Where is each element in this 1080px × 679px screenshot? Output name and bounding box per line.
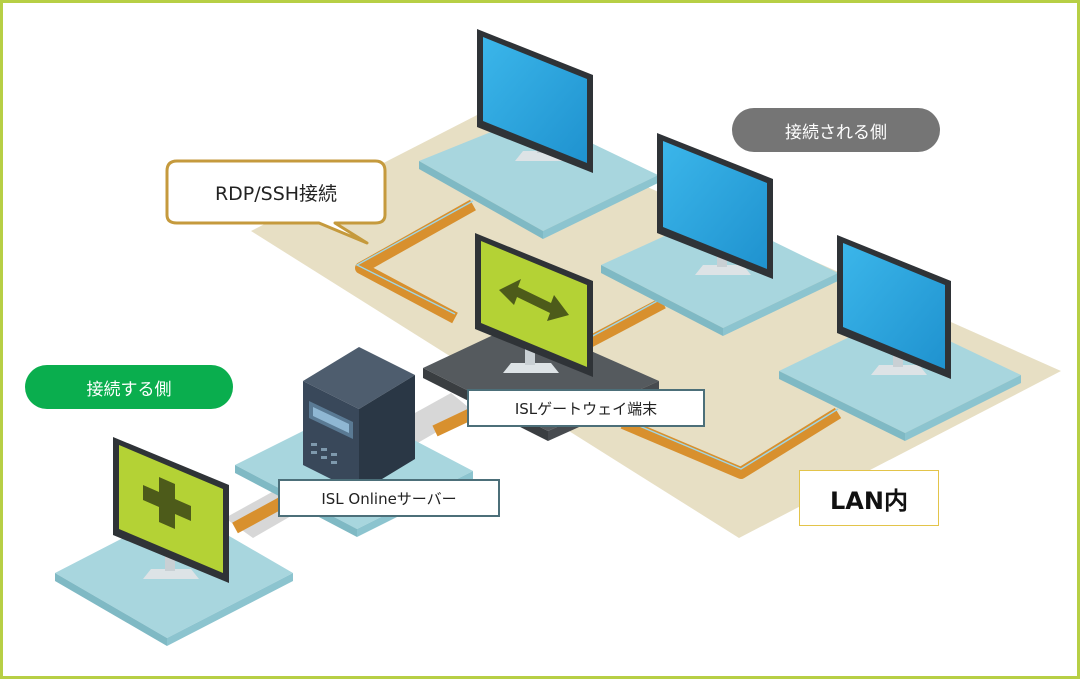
monitor-target-3	[837, 235, 951, 379]
double-arrow-icon	[499, 279, 569, 321]
monitor-gateway	[475, 233, 593, 377]
server-tower	[303, 347, 415, 493]
plus-icon	[143, 477, 191, 529]
server-label: ISL Onlineサーバー	[278, 479, 500, 517]
connecting-side-badge: 接続する側	[25, 365, 233, 409]
network-scene	[55, 29, 1061, 646]
protocol-callout-bubble	[165, 159, 387, 245]
monitor-target-2	[657, 133, 773, 279]
target-platform-1	[419, 115, 658, 239]
connected-side-badge: 接続される側	[732, 108, 940, 152]
gateway-label: ISLゲートウェイ端末	[467, 389, 705, 427]
protocol-label: RDP/SSH接続	[214, 182, 338, 205]
monitor-target-1	[477, 29, 593, 173]
lan-label: LAN内	[799, 470, 939, 526]
monitor-client	[113, 437, 229, 583]
